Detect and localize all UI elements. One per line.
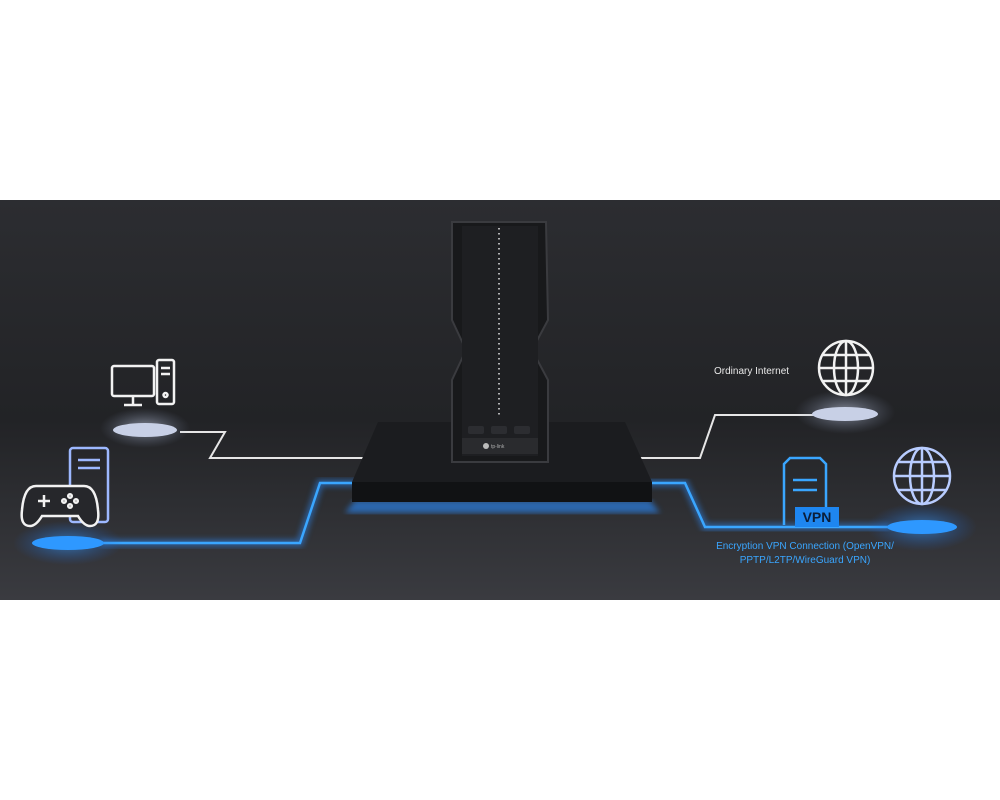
network-diagram-scene: tp-link VPN xyxy=(0,200,1000,600)
vpn-badge: VPN xyxy=(803,509,832,525)
vpn-connection-line-left xyxy=(100,481,360,545)
ordinary-connection-line-right xyxy=(635,414,822,459)
vpn-connection-line2: PPTP/L2TP/WireGuard VPN) xyxy=(739,555,871,566)
desktop-computer-icon xyxy=(110,358,176,407)
router-platform xyxy=(345,422,660,513)
ordinary-connection-line-left xyxy=(180,431,365,459)
game-controller-icon xyxy=(20,484,100,528)
vpn-server-icon: VPN xyxy=(782,456,839,527)
vpn-connection-label: Encryption VPN Connection (OpenVPN/ PPTP… xyxy=(700,540,910,568)
router-brand-logo: tp-link xyxy=(491,444,505,450)
vpn-connection-line1: Encryption VPN Connection (OpenVPN/ xyxy=(716,541,894,552)
router-device: tp-link xyxy=(451,221,550,463)
vpn-globe-icon xyxy=(892,446,952,506)
ordinary-internet-label: Ordinary Internet xyxy=(714,366,790,377)
globe-icon xyxy=(817,339,875,397)
